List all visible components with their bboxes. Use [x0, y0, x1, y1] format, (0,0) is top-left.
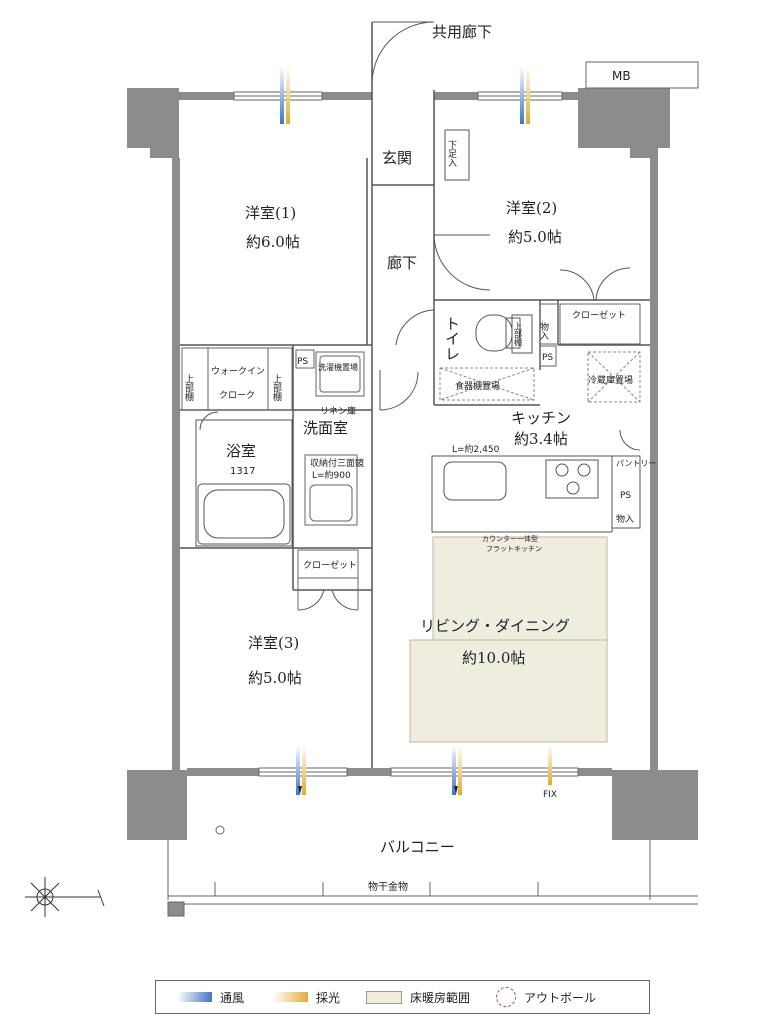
floor-heating-swatch: [366, 990, 403, 1004]
walkin-label-1: ウォークイン: [211, 366, 265, 377]
shared-corridor-label: 共用廊下: [432, 23, 492, 41]
fix-label: FIX: [543, 790, 557, 800]
western2-name: 洋室(2): [506, 199, 557, 217]
ps-label-3: PS: [620, 491, 631, 501]
western1-size: 約6.0帖: [246, 233, 300, 251]
outlet-icon: [215, 825, 225, 835]
fridge-label: 冷蔵庫置場: [588, 374, 633, 386]
vanity: [304, 454, 358, 526]
dish-shelf-label: 食器棚置場: [455, 380, 500, 392]
storage-closet: [539, 303, 641, 367]
walk-in-closet: [181, 347, 365, 411]
outlet-swatch-icon: [496, 987, 517, 1007]
legend-ventilation: 通風: [174, 989, 244, 1006]
ps-label-2: PS: [542, 353, 553, 363]
upper-shelf-b-label: 上部棚: [271, 374, 282, 402]
pantry-label: パントリー: [616, 459, 656, 468]
kitchen-size: 約3.4帖: [514, 430, 568, 448]
toilet-fixture: [475, 314, 533, 354]
bathtub: [195, 419, 293, 547]
ventilation-swatch: [174, 992, 212, 1002]
bath-name: 浴室: [226, 442, 256, 460]
closet-3: [297, 549, 359, 610]
daylight-swatch: [270, 992, 309, 1002]
upper-shelf-a-label: 上部棚: [183, 374, 194, 402]
ventilation-arrows: [280, 66, 552, 795]
ps-label-1: PS: [297, 357, 308, 367]
legend-floor-heating: 床暖房範囲: [366, 989, 470, 1006]
living-name: リビング・ダイニング: [420, 617, 570, 635]
washer-label: 洗濯機置場: [318, 362, 358, 372]
compass-icon: [25, 877, 105, 917]
vanity-label-2: L=約900: [312, 469, 351, 481]
legend-outdoor-outlet-label: アウトボール: [524, 990, 597, 1005]
doors: [199, 21, 641, 611]
counter-length: L=約2,450: [452, 443, 500, 455]
counter-label-2: フラットキッチン: [486, 545, 542, 553]
bath-size: 1317: [230, 466, 255, 477]
legend-daylight: 採光: [270, 989, 340, 1006]
western1-name: 洋室(1): [245, 204, 296, 222]
storage-label: 物入: [538, 321, 549, 340]
kitchen-name: キッチン: [511, 409, 571, 427]
shoe-label: 下足入: [446, 140, 457, 167]
toilet-label: トイレ: [443, 316, 461, 361]
mb-box: MB: [585, 61, 699, 89]
mb-label: MB: [612, 69, 631, 83]
western2-size: 約5.0帖: [508, 228, 562, 246]
storage-label-2: 物入: [616, 513, 634, 525]
hallway-label: 廊下: [387, 254, 417, 272]
genkan-label: 玄関: [382, 149, 412, 167]
legend-ventilation-label: 通風: [220, 990, 245, 1005]
outer-walls: [127, 88, 698, 840]
western3-size: 約5.0帖: [248, 669, 302, 687]
balcony-rail: [167, 840, 698, 917]
kitchen-counter: [431, 455, 641, 533]
legend-daylight-label: 採光: [316, 990, 341, 1005]
legend: 通風 採光 床暖房範囲 アウトボール: [155, 980, 650, 1014]
dish-shelf-area: [439, 351, 641, 403]
legend-floor-heating-label: 床暖房範囲: [410, 990, 471, 1005]
floor-heating-area: [409, 536, 608, 743]
walkin-label-2: クローク: [219, 390, 255, 401]
closet-label: クローゼット: [572, 309, 626, 321]
bottom-windows: [258, 767, 579, 777]
western3-name: 洋室(3): [248, 634, 299, 652]
vanity-label-1: 収納付三面鏡: [310, 457, 364, 469]
upper-shelf-label: 上部棚: [514, 322, 523, 347]
counter-label-1: カウンター一体型: [482, 534, 538, 543]
laundry-hanger-label: 物干金物: [368, 880, 408, 893]
washroom-label: 洗面室: [303, 419, 348, 437]
legend-outdoor-outlet: アウトボール: [496, 987, 596, 1007]
living-size: 約10.0帖: [462, 649, 525, 667]
balcony-label: バルコニー: [380, 838, 455, 856]
closet3-label: クローゼット: [303, 559, 357, 571]
linen-label: リネン庫: [320, 405, 356, 417]
